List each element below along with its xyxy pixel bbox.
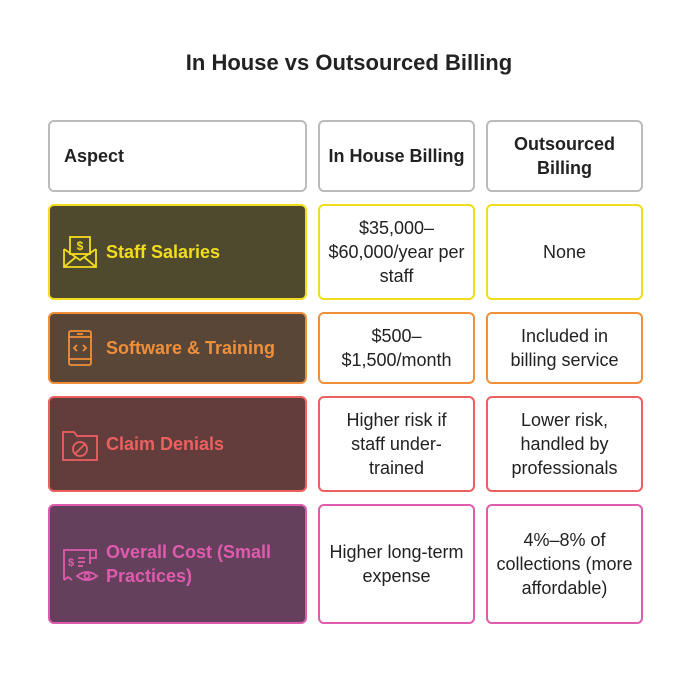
in-house-overall-cost: Higher long-term expense	[318, 504, 475, 624]
header-in-house: In House Billing	[318, 120, 475, 192]
in-house-software-training: $500–$1,500/month	[318, 312, 475, 384]
in-house-claim-denials: Higher risk if staff under-trained	[318, 396, 475, 492]
outsourced-claim-denials: Lower risk, handled by professionals	[486, 396, 643, 492]
header-outsourced: Outsourced Billing	[486, 120, 643, 192]
invoice-eye-icon: $	[63, 549, 99, 581]
page-title: In House vs Outsourced Billing	[185, 50, 513, 75]
row-label-text: Staff Salaries	[106, 242, 221, 262]
outsourced-staff-salaries: None	[486, 204, 643, 300]
outsourced-software-training: Included in billing service	[486, 312, 643, 384]
row-label-text: Software & Training	[106, 338, 276, 358]
mobile-code-icon	[68, 330, 92, 366]
row-label-text: Overall Cost (Small Practices)	[106, 542, 272, 586]
folder-blocked-icon	[62, 431, 98, 461]
in-house-staff-salaries: $35,000–$60,000/year per staff	[318, 204, 475, 300]
svg-text:$: $	[68, 557, 74, 569]
row-label-text: Claim Denials	[106, 434, 225, 454]
header-aspect: Aspect	[48, 120, 307, 192]
row-label-software-training: Software & Training	[48, 312, 307, 384]
row-label-claim-denials: Claim Denials	[48, 396, 307, 492]
svg-text:$: $	[77, 239, 84, 253]
row-label-overall-cost: $ Overall Cost (Small Practices)	[48, 504, 307, 624]
salary-envelope-icon: $	[63, 236, 97, 268]
row-label-staff-salaries: $ Staff Salaries	[48, 204, 307, 300]
outsourced-overall-cost: 4%–8% of collections (more affordable)	[486, 504, 643, 624]
